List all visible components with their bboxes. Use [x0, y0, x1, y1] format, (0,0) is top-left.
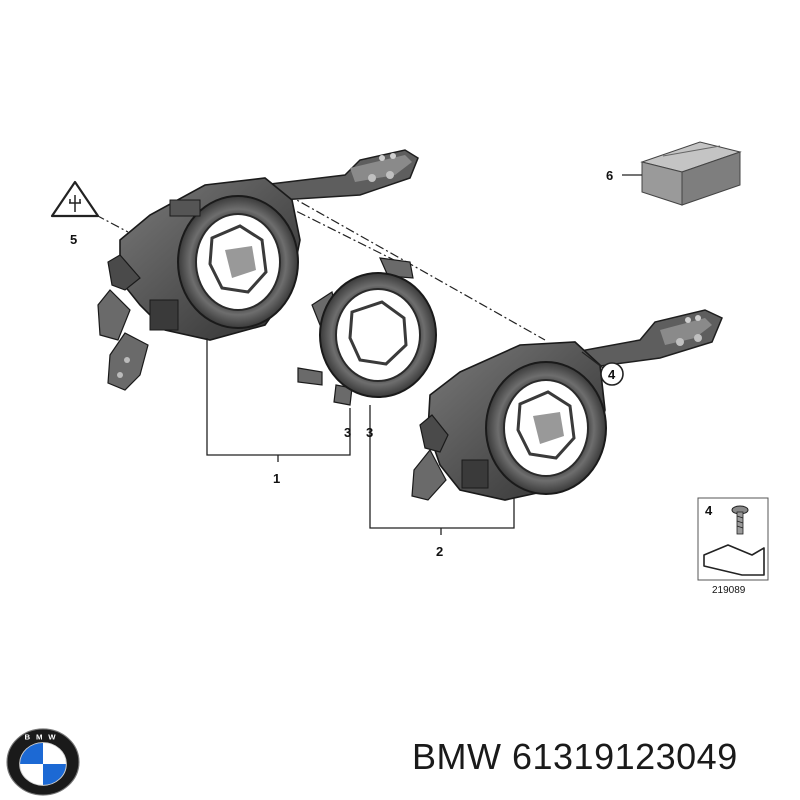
- warning-triangle-icon: [50, 180, 100, 218]
- callout-4-circle: [581, 351, 624, 386]
- callout-4: 4: [608, 367, 616, 382]
- reference-diagram-number: 219089: [712, 585, 746, 596]
- callout-1: 1: [273, 471, 280, 486]
- clock-spring-ring: [297, 257, 437, 406]
- part-number-label: BMW 61319123049: [412, 736, 738, 777]
- ref-arrow-icon: [703, 544, 765, 576]
- reference-box: [697, 497, 769, 581]
- steering-column-switch-cluster-left: [97, 149, 419, 391]
- callout-3-left: 3: [344, 425, 351, 440]
- reference-item-number: 4: [705, 503, 713, 518]
- callout-3-right: 3: [366, 425, 373, 440]
- module-box: [640, 141, 742, 206]
- steering-column-switch-cluster-right: [411, 309, 723, 501]
- bmw-logo: BMW: [6, 728, 80, 796]
- callout-5: 5: [70, 232, 77, 247]
- callout-2: 2: [436, 544, 443, 559]
- callout-6: 6: [606, 168, 613, 183]
- svg-text:BMW: BMW: [25, 733, 62, 742]
- bracket-lines: [206, 338, 515, 535]
- screw-icon: [731, 505, 749, 535]
